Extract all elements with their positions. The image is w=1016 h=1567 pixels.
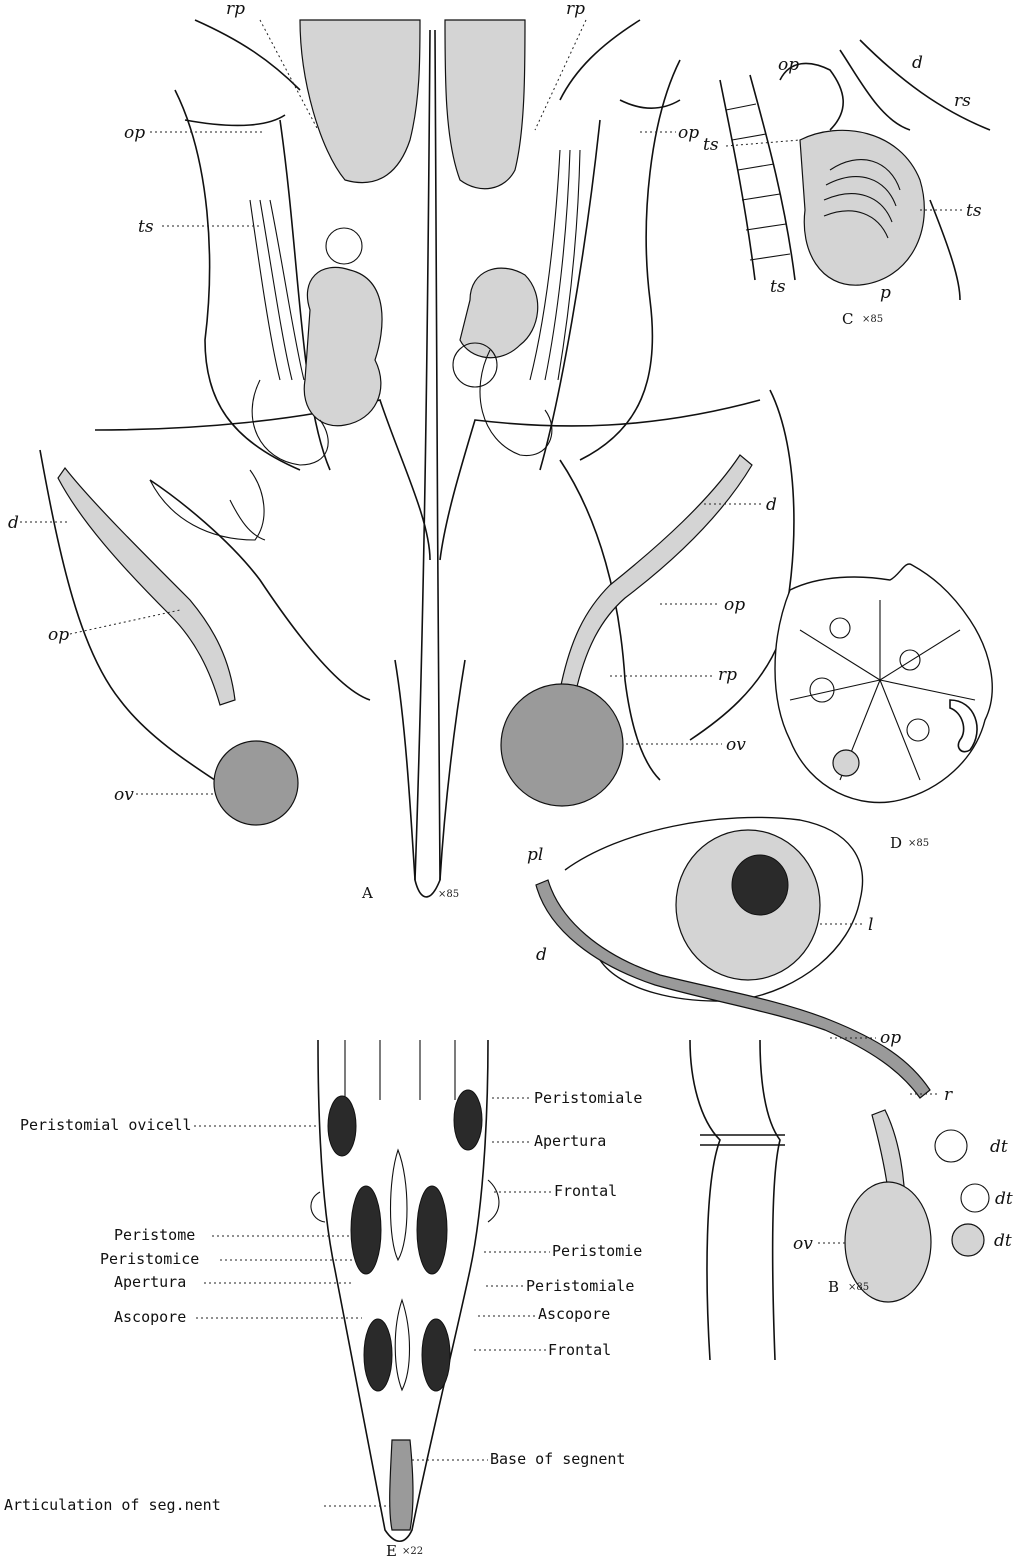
panel-e-zooid-low-right bbox=[422, 1319, 450, 1391]
label-e-peristomie: Peristomie bbox=[552, 1242, 642, 1260]
panel-d: D ×85 bbox=[775, 564, 992, 852]
label-b-dt-1: dt bbox=[990, 1137, 1008, 1157]
panel-e-apertures bbox=[391, 1150, 410, 1390]
label-e-base-of-segment: Base of segnent bbox=[490, 1450, 625, 1468]
magnification-a: ×85 bbox=[438, 889, 459, 900]
label-e-frontal-upper: Frontal bbox=[554, 1182, 617, 1200]
label-e-apertura-upper: Apertura bbox=[534, 1132, 606, 1150]
label-b-r: r bbox=[944, 1085, 953, 1105]
label-c-op: op bbox=[778, 55, 799, 75]
ovum-left bbox=[214, 741, 298, 825]
label-c-ts-bottom: ts bbox=[770, 277, 786, 297]
label-d-left: d bbox=[8, 513, 19, 533]
ovum-right bbox=[501, 684, 623, 806]
magnification-c: ×85 bbox=[862, 314, 883, 325]
panel-e: Peristomial ovicell Peristome Peristomic… bbox=[4, 1040, 642, 1560]
panel-e-frontal-spine bbox=[311, 1180, 499, 1222]
label-rp-lower-right: rp bbox=[718, 665, 737, 685]
label-b-dt-2: dt bbox=[995, 1189, 1013, 1209]
label-ts: ts bbox=[138, 217, 154, 237]
label-c-p: p bbox=[880, 283, 891, 303]
label-e-peristomiale-lower: Peristomiale bbox=[526, 1277, 634, 1295]
panel-e-zooid-columns bbox=[345, 1040, 455, 1100]
caption-c: C bbox=[842, 310, 853, 328]
label-ov-left: ov bbox=[114, 785, 134, 805]
label-op-lower-right: op bbox=[724, 595, 745, 615]
duct-left bbox=[58, 468, 235, 705]
rostral-pouch-right bbox=[445, 20, 525, 189]
duct-right bbox=[560, 455, 752, 695]
panel-e-zooid-low-left bbox=[364, 1319, 392, 1391]
panel-a: rp rp op op ts d d op op rp ov ov A ×85 bbox=[8, 0, 794, 902]
label-rp-right: rp bbox=[566, 0, 585, 19]
panel-b-dt-2 bbox=[961, 1184, 989, 1212]
panel-a-outline bbox=[40, 20, 794, 897]
label-c-rs: rs bbox=[954, 91, 971, 111]
panel-e-zooid-mid-right bbox=[417, 1186, 447, 1274]
caption-b: B bbox=[828, 1278, 839, 1296]
panel-c-sac bbox=[800, 130, 924, 285]
rostral-pouch-left bbox=[300, 20, 420, 183]
panel-b-dt-3 bbox=[952, 1224, 984, 1256]
label-b-l: l bbox=[868, 915, 873, 935]
label-e-articulation: Articulation of seg.nent bbox=[4, 1496, 221, 1514]
label-d-right: d bbox=[766, 495, 777, 515]
label-e-peristomiale-upper: Peristomiale bbox=[534, 1089, 642, 1107]
label-e-peristome: Peristome bbox=[114, 1226, 195, 1244]
caption-a: A bbox=[361, 884, 373, 902]
panel-c: op d rs ts ts ts p C ×85 bbox=[703, 40, 990, 328]
gut-right bbox=[460, 268, 538, 358]
label-b-d: d bbox=[536, 945, 547, 965]
label-e-ascopore-left: Ascopore bbox=[114, 1308, 186, 1326]
label-op-upper-left: op bbox=[124, 123, 145, 143]
label-c-ts-left: ts bbox=[703, 135, 719, 155]
label-e-peristomial-ovicell: Peristomial ovicell bbox=[20, 1116, 192, 1134]
magnification-b: ×85 bbox=[848, 1282, 869, 1293]
label-c-ts-right: ts bbox=[966, 201, 982, 221]
label-b-ov: ov bbox=[793, 1234, 813, 1254]
panel-c-rings bbox=[726, 104, 790, 260]
label-op-lower-left: op bbox=[48, 625, 69, 645]
tentacle-sheath-right bbox=[530, 150, 580, 380]
panel-c-column bbox=[720, 75, 795, 280]
panel-d-vacuole-4 bbox=[833, 750, 859, 776]
label-op-upper-right: op bbox=[678, 123, 699, 143]
caption-d: D bbox=[890, 834, 902, 852]
label-e-frontal-lower: Frontal bbox=[548, 1341, 611, 1359]
panel-b-stem bbox=[690, 1040, 780, 1360]
panel-b-joint bbox=[700, 1135, 785, 1145]
label-e-peristomice: Peristomice bbox=[100, 1250, 199, 1268]
leaders-e bbox=[194, 1098, 552, 1506]
cell-left bbox=[326, 228, 362, 264]
magnification-d: ×85 bbox=[908, 838, 929, 849]
label-ov-right: ov bbox=[726, 735, 746, 755]
label-b-pl: pl bbox=[527, 845, 543, 865]
tentacle-sheath-left bbox=[250, 200, 304, 380]
panel-e-zooid-mid-left bbox=[351, 1186, 381, 1274]
panel-e-base bbox=[390, 1440, 413, 1530]
gut-left bbox=[304, 267, 382, 425]
gut-loop-right bbox=[480, 350, 552, 456]
label-c-d: d bbox=[912, 53, 923, 73]
panel-d-outline bbox=[775, 564, 992, 803]
label-e-ascopore-right: Ascopore bbox=[538, 1305, 610, 1323]
panel-e-ovicell-upper-right bbox=[454, 1090, 482, 1150]
panel-b-larva-core bbox=[732, 855, 788, 915]
panel-b-dt-1 bbox=[935, 1130, 967, 1162]
panel-e-ovicell-upper-left bbox=[328, 1096, 356, 1156]
label-b-dt-3: dt bbox=[994, 1231, 1012, 1251]
label-e-apertura-lower: Apertura bbox=[114, 1273, 186, 1291]
magnification-e: ×22 bbox=[402, 1546, 423, 1557]
label-b-op: op bbox=[880, 1028, 901, 1048]
caption-e: E bbox=[386, 1542, 397, 1560]
label-rp-left: rp bbox=[226, 0, 245, 19]
